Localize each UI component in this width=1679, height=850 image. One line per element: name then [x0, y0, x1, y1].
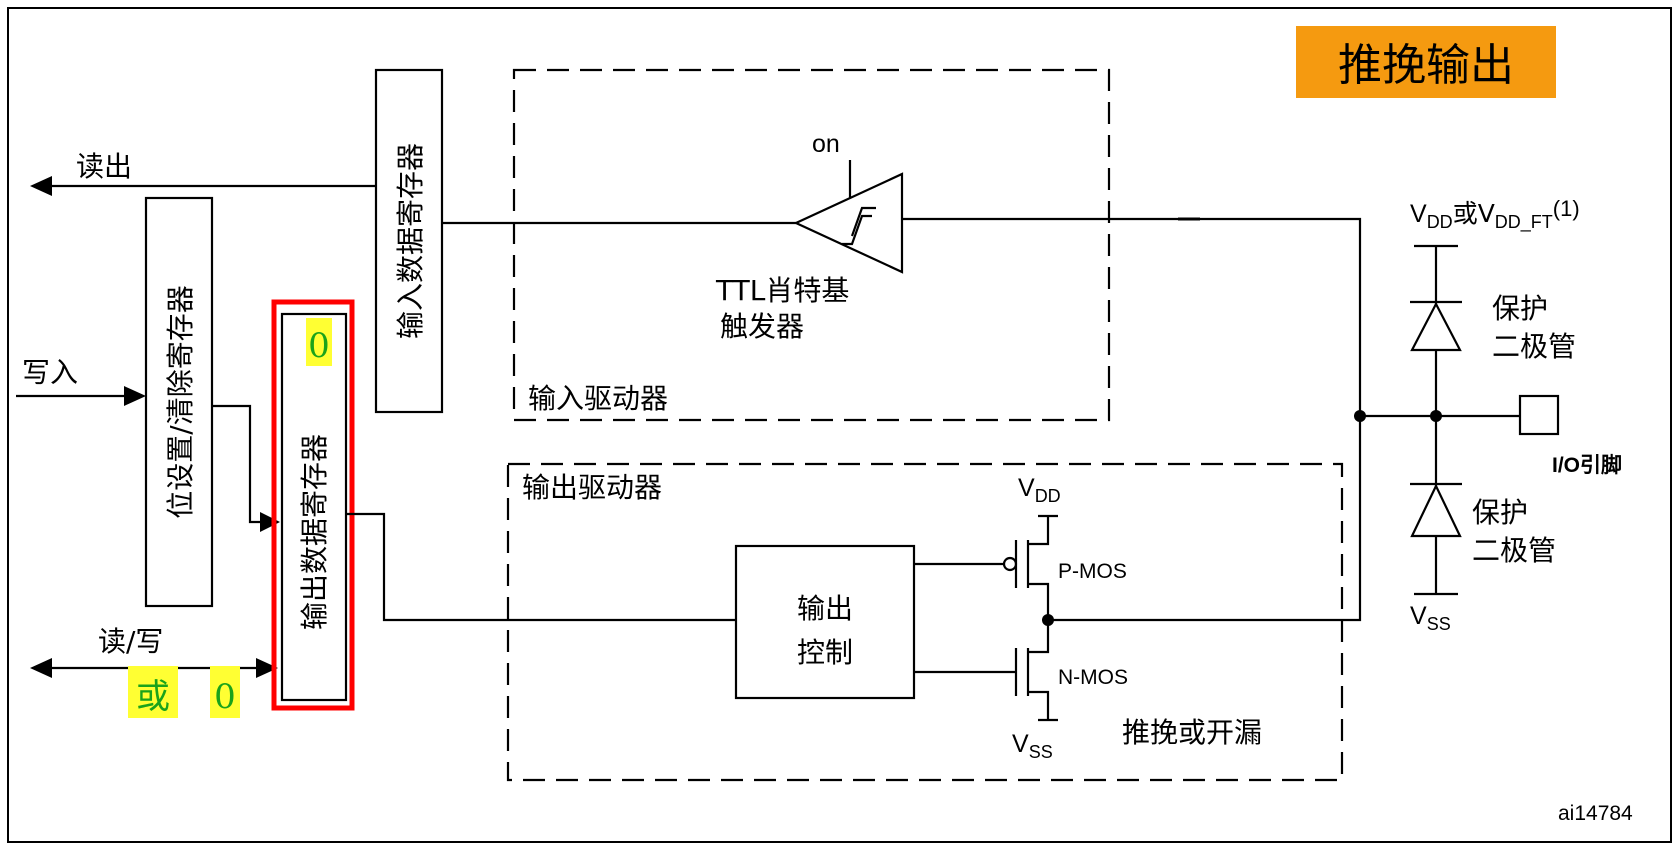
vdd-label: VDD	[1018, 474, 1061, 506]
pmos-gate-bubble	[1002, 556, 1018, 572]
top-diode-label-line2: 二极管	[1492, 330, 1576, 363]
vss-label: VSS	[1012, 730, 1053, 762]
output-control-label-line2: 控制	[797, 636, 853, 669]
pin-to-trigger-wire	[902, 217, 1362, 416]
figure-frame	[7, 7, 1672, 843]
output-data-register-label: 输出数据寄存器	[298, 434, 331, 630]
hysteresis-icon-upper	[850, 206, 876, 237]
input-data-register-label: 输入数据寄存器	[394, 143, 427, 339]
zero-value: 0	[214, 677, 236, 717]
output-register-emphasis-border	[271, 299, 355, 711]
schmitt-trigger-symbol	[793, 172, 904, 274]
diagram-title: 推挽输出	[1338, 40, 1514, 91]
output-driver-region	[506, 462, 1344, 782]
read-out-label: 读出	[76, 150, 132, 183]
output-control-block	[734, 544, 916, 700]
read-write-label: 读/写	[98, 625, 163, 658]
bit-to-output-arrowhead	[260, 512, 280, 532]
pmos-label: P-MOS	[1058, 560, 1127, 583]
write-in-label: 写入	[22, 356, 78, 389]
read-out-arrowhead	[30, 176, 52, 196]
io-pin-label: I/O引脚	[1552, 454, 1622, 477]
input-data-register	[374, 68, 444, 414]
ttl-schmitt-label-line1: TTL肖特基	[715, 274, 849, 307]
output-data-register	[280, 312, 348, 702]
vss-right-label: VSS	[1410, 602, 1451, 634]
or-highlight	[128, 666, 178, 718]
nmos-terminals	[1028, 620, 1050, 720]
hysteresis-icon	[842, 214, 872, 246]
top-diode-symbol	[1410, 301, 1462, 352]
zero-highlight	[210, 666, 240, 718]
figure-id: ai14784	[1558, 802, 1633, 825]
read-write-arrowhead-left	[30, 658, 52, 678]
on-label: on	[812, 130, 840, 158]
bottom-diode-symbol	[1410, 483, 1462, 538]
bit-set-clear-register	[144, 196, 214, 608]
output-control-label-line1: 输出	[797, 592, 853, 625]
or-word: 或	[136, 677, 170, 717]
input-driver-region	[512, 68, 1111, 422]
ttl-schmitt-label-line2: 触发器	[720, 310, 804, 343]
io-pin-pad	[1518, 394, 1560, 436]
nmos-label: N-MOS	[1058, 666, 1128, 689]
register-to-control-wire	[346, 512, 736, 622]
read-write-arrowhead-right	[256, 658, 278, 678]
title-background	[1296, 26, 1556, 98]
vdd-ft-label: VDD或VDD_FT(1)	[1410, 196, 1580, 233]
bottom-diode-label-line1: 保护	[1472, 496, 1528, 529]
drain-to-pin-wire	[1048, 416, 1362, 622]
bit-to-output-register-wire	[212, 404, 262, 524]
top-diode-label-line1: 保护	[1492, 292, 1548, 325]
bottom-diode-label-line2: 二极管	[1472, 534, 1556, 567]
push-pull-open-drain-label: 推挽或开漏	[1122, 716, 1262, 749]
register-zero-value: 0	[308, 326, 330, 366]
register-zero-highlight	[306, 318, 332, 366]
output-driver-label: 输出驱动器	[522, 471, 662, 504]
pmos-terminals	[1028, 516, 1050, 620]
write-in-arrowhead	[124, 386, 146, 406]
input-driver-label: 输入驱动器	[528, 382, 668, 415]
bit-set-clear-register-label: 位设置/清除寄存器	[164, 285, 197, 518]
